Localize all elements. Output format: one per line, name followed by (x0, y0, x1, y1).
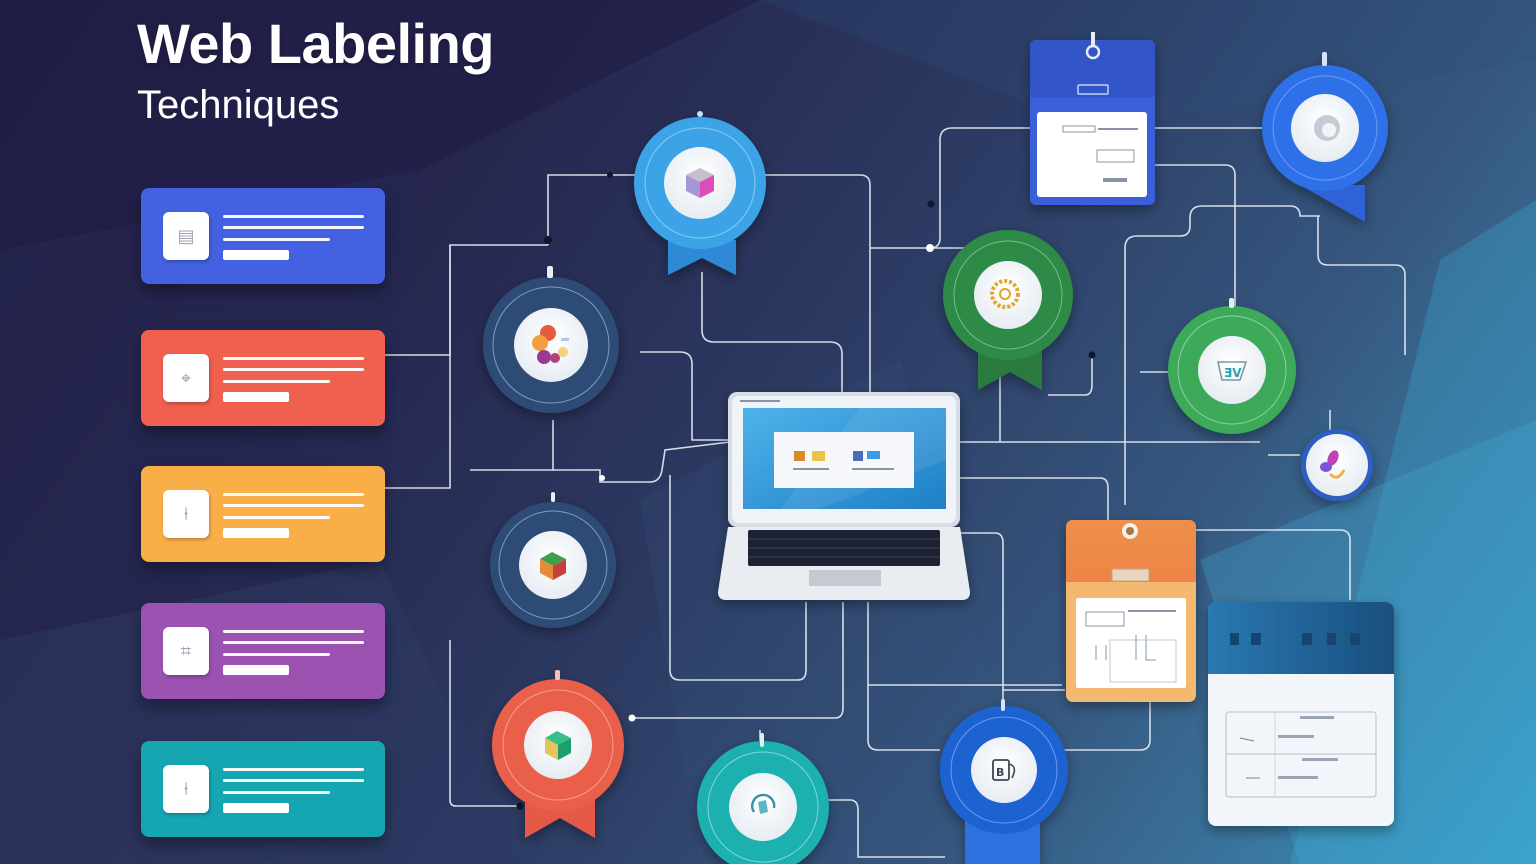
badge-box[interactable] (490, 492, 616, 628)
badge-palette[interactable] (483, 266, 619, 413)
badge-cube[interactable] (634, 111, 766, 275)
svg-text:B: B (996, 766, 1004, 779)
card-text-line (223, 768, 364, 771)
tag-link-icon: ⌗ (163, 627, 209, 675)
svg-text:ƎV: ƎV (1224, 366, 1242, 380)
mug-icon: B (992, 759, 1016, 781)
package-icon (545, 731, 571, 760)
browser-window-panel[interactable] (1208, 602, 1394, 826)
card-text-line (223, 238, 330, 241)
label-card-blue[interactable]: ▤ (141, 188, 385, 284)
label-card-red[interactable]: ⌖ (141, 330, 385, 426)
badge-mug[interactable]: B (940, 699, 1068, 864)
id-badge-orange[interactable] (1066, 520, 1196, 702)
box-icon (540, 552, 566, 580)
card-text-line (223, 493, 364, 496)
card-text-line (223, 779, 364, 782)
card-button[interactable] (223, 392, 289, 402)
tag-icon: ⌖ (163, 354, 209, 402)
card-text-line (223, 357, 364, 360)
trackpad (809, 570, 881, 586)
id-badge-blue[interactable] (1030, 32, 1155, 205)
tag-icon: ƎV (1217, 361, 1248, 381)
card-text-line (223, 368, 364, 371)
card-button[interactable] (223, 250, 289, 260)
page-subtitle: Techniques (137, 83, 340, 127)
card-text-line (223, 630, 364, 633)
card-text-line (223, 516, 330, 519)
brush-icon (1320, 450, 1346, 479)
label-card-orange[interactable]: ⍿ (141, 466, 385, 562)
page-title: Web Labeling (137, 12, 495, 75)
card-text-line (223, 641, 364, 644)
card-text-line (223, 791, 330, 794)
pin-icon: ⍿ (163, 765, 209, 813)
card-button[interactable] (223, 803, 289, 813)
badge-settings[interactable] (1262, 52, 1388, 222)
card-text-line (223, 226, 364, 229)
card-text-line (223, 653, 330, 656)
browser-tab-squares (1230, 633, 1360, 645)
badge-tag[interactable]: ƎV (1168, 298, 1296, 434)
card-button[interactable] (223, 528, 289, 538)
refresh-icon (751, 793, 776, 814)
palette-icon (532, 325, 569, 364)
cube-icon (686, 168, 714, 198)
badge-gear[interactable] (943, 230, 1073, 390)
label-card-teal[interactable]: ⍿ (141, 741, 385, 837)
card-text-line (223, 380, 330, 383)
card-text-line (223, 504, 364, 507)
laptop[interactable] (718, 392, 970, 600)
badge-package[interactable] (492, 670, 624, 838)
badge-refresh[interactable] (697, 733, 829, 864)
document-icon: ▤ (163, 212, 209, 260)
settings-icon (1314, 115, 1340, 141)
card-text-line (223, 215, 364, 218)
label-card-purple[interactable]: ⌗ (141, 603, 385, 699)
badge-brush[interactable] (1301, 429, 1373, 501)
pin-icon: ⍿ (163, 490, 209, 538)
card-button[interactable] (223, 665, 289, 675)
gear-icon (990, 279, 1020, 309)
